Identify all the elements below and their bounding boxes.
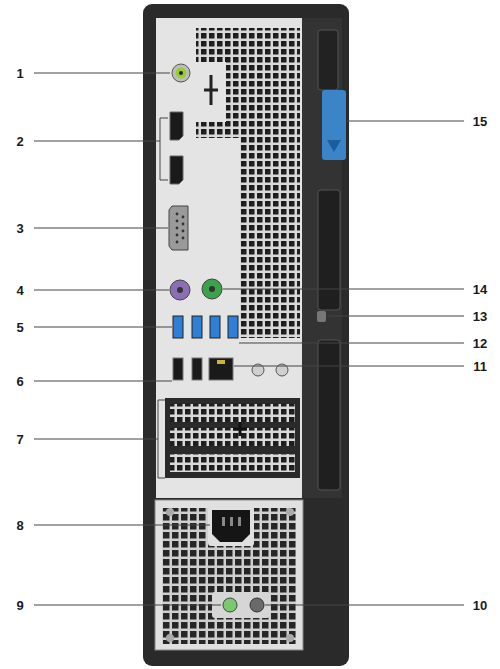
psu-vent [162, 508, 296, 644]
panel-cover [196, 62, 226, 122]
callout-number: 3 [16, 221, 23, 236]
audio-jack [176, 68, 187, 79]
release-latch [322, 90, 346, 160]
slot-cover [170, 428, 295, 446]
callout-number: 12 [473, 336, 487, 351]
slot-cover [170, 404, 295, 422]
ps2-mouse-port [202, 279, 222, 299]
callout-number: 13 [473, 309, 487, 324]
usb3-ports [173, 316, 238, 338]
ps2-keyboard-port [170, 280, 190, 300]
callout-number: 8 [16, 518, 23, 533]
callout-number: 6 [16, 374, 23, 389]
callout-number: 2 [16, 134, 23, 149]
expansion-bay [165, 398, 300, 478]
serial-pins [176, 213, 185, 244]
callout-number: 4 [16, 283, 23, 298]
callout-number: 11 [473, 359, 487, 374]
displayport [170, 112, 183, 140]
vent-grid [196, 28, 240, 138]
power-socket [212, 510, 250, 542]
socket-plate [208, 506, 254, 546]
callout-number: 9 [16, 598, 23, 613]
serial-port [169, 206, 188, 250]
callout-number: 10 [473, 598, 487, 613]
chassis [143, 4, 349, 666]
audio-jack [179, 71, 183, 75]
callout-number: 15 [473, 114, 487, 129]
psu-test-button [250, 598, 264, 612]
callout-number: 7 [16, 432, 23, 447]
callout-number: 1 [16, 66, 23, 81]
usb2-ports [173, 358, 202, 380]
rail-slot [318, 340, 340, 490]
security-slot [317, 311, 326, 322]
power-supply [155, 500, 303, 650]
callout-number: 5 [16, 320, 23, 335]
plus-mark [204, 75, 218, 105]
slot-cover [170, 454, 295, 472]
vent-grid [240, 28, 300, 338]
latch-arrow [327, 140, 341, 152]
slot [318, 30, 338, 90]
callout-number: 14 [473, 282, 487, 297]
psu-test-led [223, 598, 237, 612]
padlock-loop [318, 190, 340, 310]
leader-lines [34, 73, 464, 605]
rear-panel [156, 18, 302, 498]
audio-jack [172, 64, 190, 82]
displayport [170, 156, 183, 184]
ethernet-port [209, 358, 233, 380]
